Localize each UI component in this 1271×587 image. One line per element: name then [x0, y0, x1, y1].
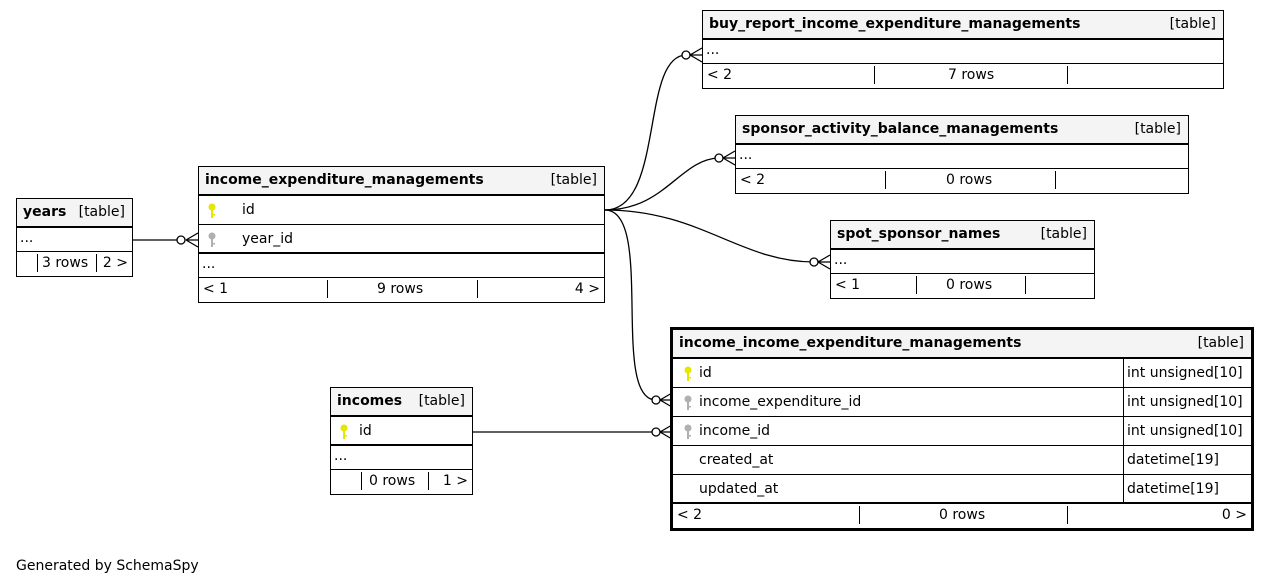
- table-name[interactable]: spot_sponsor_names: [837, 226, 1001, 242]
- row-count: 7 rows: [948, 67, 995, 83]
- parents-count: < 1: [835, 277, 861, 293]
- row-count: 0 rows: [939, 507, 986, 523]
- table-years[interactable]: years [table] ... 3 rows 2 >: [16, 198, 133, 277]
- column-updated-at: updated_at: [699, 481, 779, 497]
- table-name[interactable]: income_expenditure_managements: [205, 172, 484, 188]
- edge-iem-iiem: [604, 209, 657, 401]
- table-name[interactable]: income_income_expenditure_managements: [679, 335, 1022, 351]
- table-income-income-expenditure-managements[interactable]: income_income_expenditure_managements [ta…: [670, 327, 1254, 531]
- column-id: id: [699, 365, 712, 381]
- columns-ellipsis: ...: [706, 42, 720, 58]
- generated-by-label: Generated by SchemaSpy: [16, 558, 199, 574]
- column-type: int unsigned[10]: [1127, 394, 1243, 410]
- row-count: 0 rows: [946, 277, 993, 293]
- edge-iem-buy-report: [604, 54, 687, 211]
- table-kind: [table]: [1040, 226, 1087, 242]
- primary-key-icon: [684, 366, 692, 381]
- table-buy-report-income-expenditure-managements[interactable]: buy_report_income_expenditure_management…: [702, 10, 1224, 89]
- parents-count: < 1: [203, 281, 229, 297]
- edge-iem-spot: [604, 209, 815, 263]
- table-kind: [table]: [550, 172, 597, 188]
- columns-ellipsis: ...: [834, 252, 848, 268]
- column-created-at: created_at: [699, 452, 774, 468]
- parents-count: < 2: [677, 507, 703, 523]
- primary-key-icon: [208, 203, 216, 218]
- table-kind: [table]: [78, 204, 125, 220]
- row-count: 9 rows: [377, 281, 424, 297]
- columns-ellipsis: ...: [20, 230, 34, 246]
- row-count: 3 rows: [42, 255, 89, 271]
- column-income-id: income_id: [699, 423, 771, 439]
- optional-marker: [809, 257, 819, 267]
- optional-marker: [651, 395, 661, 405]
- column-year-id: year_id: [242, 231, 294, 247]
- table-name[interactable]: years: [23, 204, 67, 220]
- primary-key-icon: [340, 424, 348, 439]
- table-name[interactable]: buy_report_income_expenditure_management…: [709, 16, 1081, 32]
- columns-ellipsis: ...: [202, 256, 216, 272]
- children-count: 4 >: [574, 281, 600, 297]
- table-name[interactable]: sponsor_activity_balance_managements: [742, 121, 1059, 137]
- table-kind: [table]: [1169, 16, 1216, 32]
- column-type: datetime[19]: [1127, 452, 1219, 468]
- table-sponsor-activity-balance-managements[interactable]: sponsor_activity_balance_managements [tab…: [735, 115, 1189, 194]
- column-income-expenditure-id: income_expenditure_id: [699, 394, 862, 410]
- children-count: 2 >: [102, 255, 128, 271]
- columns-ellipsis: ...: [739, 147, 753, 163]
- column-type: datetime[19]: [1127, 481, 1219, 497]
- children-count: 1 >: [442, 473, 468, 489]
- parents-count: < 2: [740, 172, 766, 188]
- foreign-key-icon: [684, 424, 692, 439]
- parents-count: < 2: [707, 67, 733, 83]
- table-spot-sponsor-names[interactable]: spot_sponsor_names [table] ... < 1 0 rows: [830, 220, 1095, 299]
- optional-marker: [681, 50, 691, 60]
- edge-iem-sponsor: [604, 157, 720, 211]
- columns-ellipsis: ...: [334, 448, 348, 464]
- optional-marker: [651, 427, 661, 437]
- table-incomes[interactable]: incomes [table] id ... 0 rows 1 >: [330, 387, 473, 495]
- table-income-expenditure-managements[interactable]: income_expenditure_managements [table] id…: [198, 166, 605, 303]
- optional-marker: [176, 235, 186, 245]
- table-name[interactable]: incomes: [337, 393, 403, 409]
- table-kind: [table]: [1197, 335, 1244, 351]
- table-kind: [table]: [1134, 121, 1181, 137]
- children-count: 0 >: [1221, 507, 1247, 523]
- table-kind: [table]: [418, 393, 465, 409]
- column-id: id: [242, 202, 255, 218]
- foreign-key-icon: [684, 395, 692, 410]
- foreign-key-icon: [208, 232, 216, 247]
- column-type: int unsigned[10]: [1127, 365, 1243, 381]
- column-type: int unsigned[10]: [1127, 423, 1243, 439]
- optional-marker: [714, 153, 724, 163]
- row-count: 0 rows: [946, 172, 993, 188]
- row-count: 0 rows: [369, 473, 416, 489]
- column-id: id: [359, 423, 372, 439]
